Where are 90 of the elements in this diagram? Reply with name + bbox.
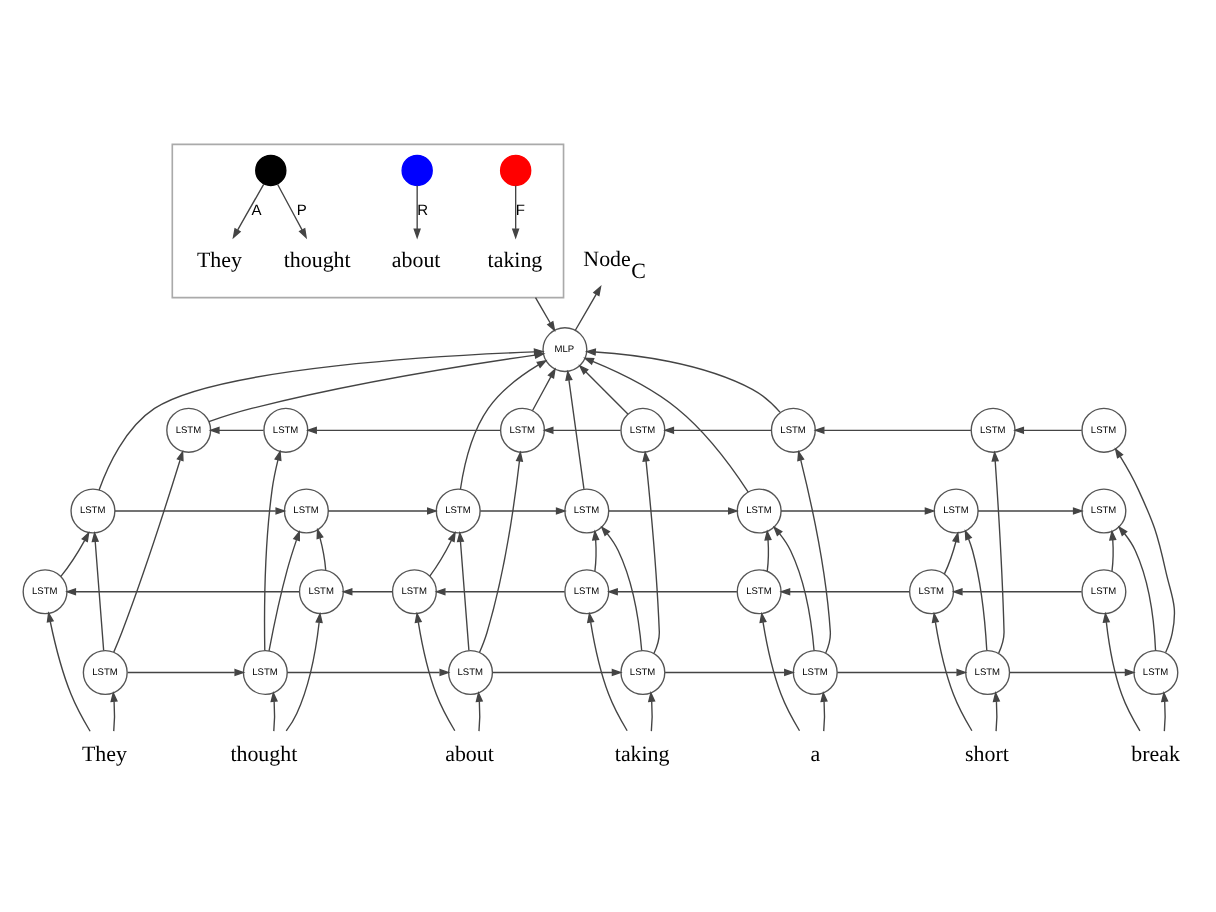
node-text: thought	[230, 742, 298, 767]
arrow	[534, 295, 556, 332]
node-text: thought	[283, 248, 351, 273]
arrow	[1009, 667, 1136, 676]
arrow	[1117, 524, 1157, 651]
arrow	[664, 667, 796, 676]
arrow	[208, 425, 265, 434]
arrow	[305, 425, 501, 434]
node-text: a	[810, 742, 821, 767]
cluster	[171, 142, 565, 298]
arrow	[492, 667, 623, 676]
node-circle	[401, 153, 433, 186]
node-text: taking	[614, 742, 670, 767]
edge-label: P	[296, 200, 307, 219]
node-text: break	[1131, 742, 1180, 767]
arrow	[991, 449, 1005, 653]
arrow	[232, 182, 265, 239]
arrow	[270, 690, 278, 731]
node-text: about	[445, 742, 494, 767]
arrow	[608, 506, 739, 514]
arrow	[764, 528, 772, 571]
arrow	[286, 667, 451, 676]
arrow	[1109, 528, 1117, 571]
arrow	[780, 506, 936, 514]
arrow	[110, 690, 118, 731]
arrow	[586, 610, 628, 731]
arrow	[977, 506, 1084, 514]
arrow	[276, 182, 308, 239]
arrow	[642, 449, 660, 654]
arrow	[931, 610, 973, 731]
arrow	[479, 506, 567, 514]
arrow	[600, 524, 643, 651]
arrow	[127, 667, 246, 676]
arrow	[606, 586, 738, 595]
arrow	[459, 358, 548, 489]
arrow	[584, 347, 781, 413]
node-text: taking	[487, 248, 543, 273]
arrow	[429, 529, 456, 576]
edge-label: F	[515, 200, 525, 219]
arrow	[511, 183, 520, 239]
arrow	[414, 610, 456, 731]
arrow	[759, 610, 801, 731]
arrow	[992, 690, 1001, 731]
arrow	[578, 363, 629, 414]
arrow	[591, 528, 600, 571]
node-text: short	[965, 742, 1009, 767]
arrow	[779, 586, 910, 595]
arrow	[413, 183, 421, 239]
arrow	[263, 448, 282, 650]
arrow	[836, 667, 968, 676]
node-circle	[255, 153, 287, 186]
arrow	[285, 610, 323, 731]
arrow	[475, 690, 484, 731]
node-text: They	[196, 248, 242, 273]
arrow	[91, 530, 105, 651]
arrow	[772, 524, 815, 651]
arrow	[943, 530, 960, 574]
arrow	[113, 448, 184, 652]
node-text: about	[391, 248, 441, 273]
node-circle	[499, 153, 532, 186]
arrow	[964, 528, 988, 650]
arrow	[565, 368, 585, 489]
arrow	[1160, 690, 1169, 731]
arrow	[542, 425, 622, 434]
arrow	[820, 690, 828, 731]
arrow	[1102, 610, 1141, 731]
arrow	[1013, 425, 1083, 434]
arrow	[574, 284, 602, 330]
arrow	[434, 586, 566, 595]
arrow	[65, 586, 300, 595]
arrow	[327, 506, 438, 514]
arrow	[316, 526, 327, 570]
edge-label: A	[251, 200, 262, 219]
arrow	[813, 425, 972, 434]
arrow	[951, 586, 1083, 595]
arrow	[531, 366, 556, 411]
arrow	[114, 506, 287, 514]
arrow	[341, 586, 393, 595]
arrow	[456, 530, 470, 651]
arrow	[797, 448, 832, 653]
arrow	[46, 610, 91, 731]
edge-label: R	[417, 200, 429, 219]
arrow	[663, 425, 773, 434]
arrow	[268, 528, 300, 651]
arrow	[60, 530, 90, 577]
arrow	[1114, 446, 1176, 653]
arrow	[478, 449, 524, 652]
node-text: They	[82, 742, 127, 767]
arrow	[647, 690, 656, 731]
arrow	[583, 356, 749, 492]
